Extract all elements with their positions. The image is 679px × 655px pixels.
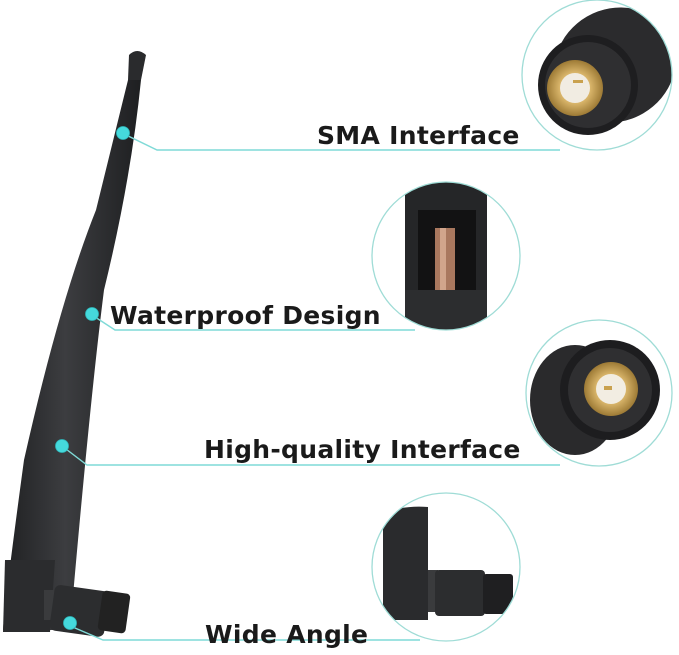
waterproof-hinge-closeup bbox=[372, 182, 520, 330]
dot-icon bbox=[116, 126, 130, 140]
callout-dots bbox=[55, 126, 130, 630]
sma-connector-closeup bbox=[522, 0, 672, 150]
feature-label-sma: SMA Interface bbox=[317, 121, 520, 150]
right-angle-joint-closeup bbox=[372, 493, 520, 641]
antenna-body bbox=[3, 51, 146, 637]
gold-plated-connector-closeup bbox=[526, 320, 672, 466]
callout-lines bbox=[61, 132, 560, 641]
feature-label-waterproof: Waterproof Design bbox=[110, 301, 381, 330]
feature-label-high-quality: High-quality Interface bbox=[204, 435, 521, 464]
dot-icon bbox=[85, 307, 99, 321]
feature-label-wide-angle: Wide Angle bbox=[205, 620, 369, 649]
dot-icon bbox=[55, 439, 69, 453]
dot-icon bbox=[63, 616, 77, 630]
